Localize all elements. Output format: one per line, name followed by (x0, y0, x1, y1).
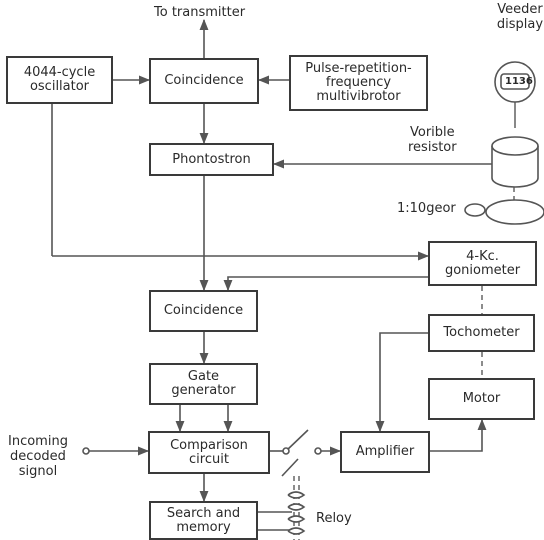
relay-coil (287, 491, 306, 535)
tachometer-block: Tochometer (428, 314, 535, 352)
small-gear (464, 203, 486, 217)
transmitter-label: To transmitter (154, 5, 246, 20)
coincidence-block-mid: Coincidence (149, 290, 258, 332)
wire-amplifier-to-motor (430, 418, 487, 452)
counter-value: 1136 (505, 76, 533, 87)
prf-multivibrator-block: Pulse-repetition- frequency multivibroto… (289, 55, 428, 111)
phantastron-block: Phontostron (149, 143, 274, 176)
variable-resistor-top (491, 136, 539, 156)
comparison-circuit-block: Comparison circuit (148, 431, 270, 474)
large-gear (485, 199, 544, 225)
coincidence-block-top: Coincidence (149, 58, 259, 104)
oscillator-block: 4044-cycle oscillator (6, 56, 113, 104)
wire-tachometer-to-amplifier (375, 332, 428, 433)
gate-generator-block: Gate generator (149, 363, 258, 405)
input-terminal (82, 447, 90, 455)
switch-contact-left (282, 447, 290, 455)
search-memory-block: Search and memory (149, 501, 258, 540)
gear-ratio-label: 1:10geor (397, 201, 456, 216)
incoming-signal-label: Incoming decoded signol (8, 434, 68, 479)
veeder-window (500, 73, 530, 90)
switch-arm-upper (285, 429, 309, 452)
switch-arm-lower (281, 458, 299, 477)
motor-block: Motor (428, 378, 535, 420)
switch-contact-right (314, 447, 322, 455)
amplifier-block: Amplifier (340, 431, 430, 473)
variable-resistor-body (491, 146, 539, 188)
veeder-display-label: Veeder display (496, 2, 544, 32)
goniometer-block: 4-Kc. goniometer (428, 241, 537, 286)
variable-resistor-label: Vorible resistor (408, 125, 457, 155)
wire-goniometer-to-coincidence (223, 276, 428, 292)
relay-label: Reloy (316, 511, 352, 526)
